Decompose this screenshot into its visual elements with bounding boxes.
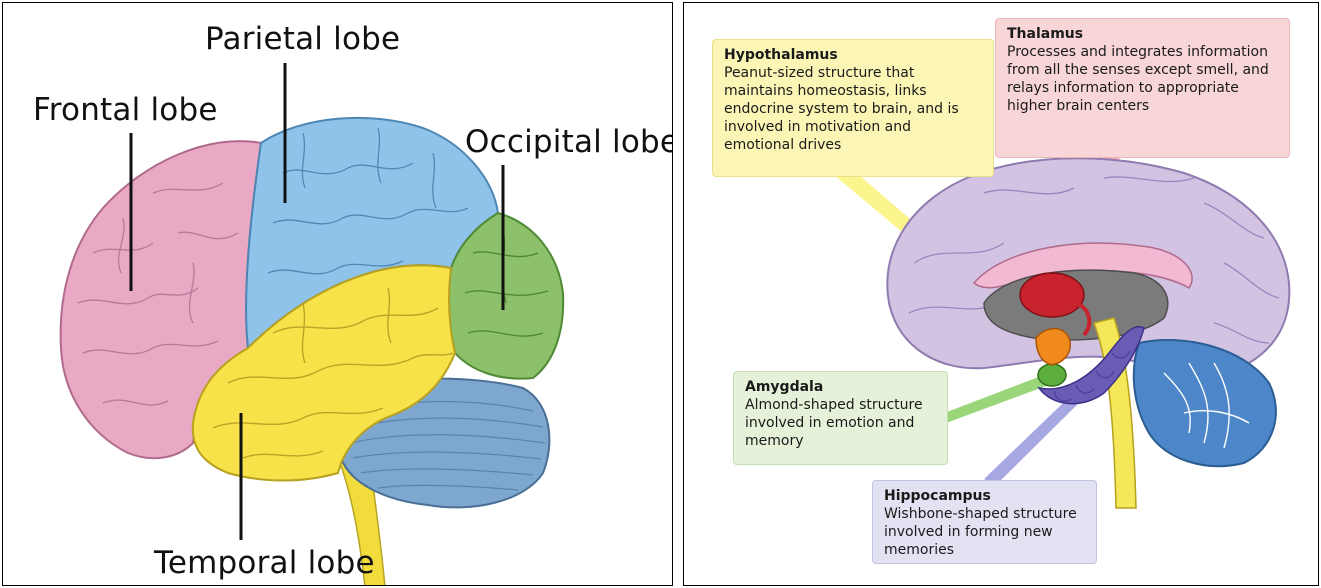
amygdala-pointer-beam [939,373,1054,423]
lateral-brain-illustration [3,3,673,586]
thalamus-callout: Thalamus Processes and integrates inform… [995,18,1290,158]
hippocampus-callout: Hippocampus Wishbone-shaped structure in… [872,480,1097,564]
hypothalamus-description: Peanut-sized structure that maintains ho… [724,64,983,154]
hippocampus-description: Wishbone-shaped structure involved in fo… [884,505,1086,559]
amygdala-title: Amygdala [745,378,937,396]
thalamus-description: Processes and integrates information fro… [1007,43,1279,115]
occipital-lobe-label: Occipital lobe [465,124,673,160]
amygdala-shape [1038,364,1066,386]
amygdala-description: Almond-shaped structure involved in emot… [745,396,937,450]
lateral-brain-panel: Parietal lobe Frontal lobe Occipital lob… [2,2,673,586]
hippocampus-title: Hippocampus [884,487,1086,505]
frontal-lobe-label: Frontal lobe [33,92,218,128]
thalamus-title: Thalamus [1007,25,1279,43]
sagittal-brain-panel: Hypothalamus Peanut-sized structure that… [683,2,1319,586]
amygdala-callout: Amygdala Almond-shaped structure involve… [733,371,948,465]
thalamus-shape [1020,273,1084,317]
temporal-lobe-label: Temporal lobe [154,545,375,581]
hypothalamus-title: Hypothalamus [724,46,983,64]
parietal-lobe-label: Parietal lobe [205,21,400,57]
hypothalamus-callout: Hypothalamus Peanut-sized structure that… [712,39,994,177]
